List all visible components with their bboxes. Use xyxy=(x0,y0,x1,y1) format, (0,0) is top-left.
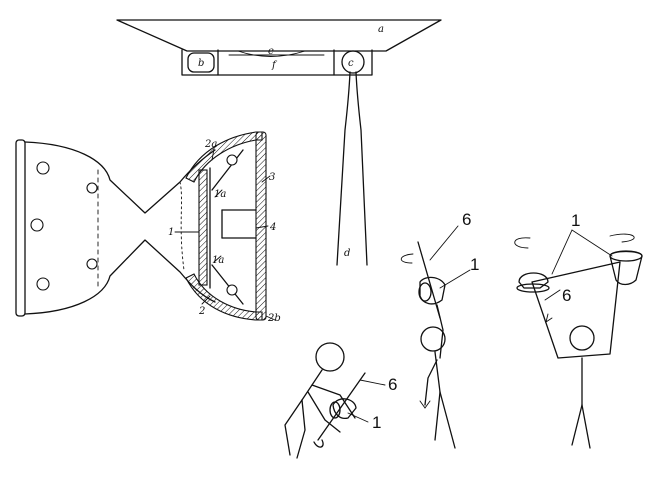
shell-hole-lower xyxy=(226,284,238,296)
person-middle-label-1: 1 xyxy=(470,255,479,274)
spout-left-edge xyxy=(336,71,351,266)
person-right-rotation-arrow-left xyxy=(514,237,531,249)
leader-1a-bottom xyxy=(213,255,222,263)
label-a: a xyxy=(378,24,384,35)
person-right-label-1: 1 xyxy=(571,211,580,230)
person-left-arm xyxy=(311,384,356,419)
leader-2a xyxy=(211,148,215,161)
person-middle-leader-6 xyxy=(429,225,459,261)
label-2: 2 xyxy=(198,306,205,317)
person-left-leader-1 xyxy=(347,412,369,423)
person-right-arrow-down xyxy=(545,313,553,324)
person-left-cup-rim xyxy=(329,401,341,419)
person-left-label-6: 6 xyxy=(388,375,397,394)
person-right-arm-frame xyxy=(531,261,621,359)
label-3: 3 xyxy=(269,172,275,183)
person-middle-leader-1 xyxy=(439,269,471,289)
person-middle-arm-left xyxy=(424,359,438,406)
break-line xyxy=(179,181,185,271)
person-middle-rod xyxy=(417,241,441,319)
shell-cap-right xyxy=(255,131,267,321)
label-1: 1 xyxy=(168,227,174,238)
person-left-arm-lower xyxy=(307,391,341,433)
person-left-leader-6 xyxy=(359,379,386,386)
person-middle-leg-left xyxy=(434,391,441,441)
person-middle-hand xyxy=(419,400,431,409)
hole-top-inner xyxy=(86,182,98,194)
leader-1a-top xyxy=(214,189,223,198)
chamber-c xyxy=(341,50,365,74)
funnel-base-frame xyxy=(181,49,373,76)
person-middle-leg-right xyxy=(439,391,456,449)
person-left-figure: 6 1 xyxy=(284,342,397,459)
label-2a: 2a xyxy=(204,139,217,150)
funnel-hopper xyxy=(116,19,442,52)
leader-4 xyxy=(255,225,269,229)
person-right-cup-right xyxy=(609,250,643,286)
person-right-label-6: 6 xyxy=(562,286,571,305)
label-c: c xyxy=(348,58,354,69)
person-right-figure: 1 6 xyxy=(514,211,643,449)
person-right-cup-left xyxy=(518,272,549,289)
person-left-head xyxy=(315,342,345,372)
person-left-rod xyxy=(317,372,366,441)
person-middle-rotation-arrow xyxy=(400,253,414,264)
filter-plate-1 xyxy=(198,169,208,286)
leader-2 xyxy=(201,295,211,305)
person-middle-figure: 6 1 xyxy=(400,210,479,449)
shell-hole-upper xyxy=(226,154,238,166)
hole-bottom-left xyxy=(36,277,50,291)
person-left-rotation-arrow xyxy=(313,439,324,448)
person-middle-head xyxy=(420,326,446,352)
label-e: e xyxy=(268,46,274,57)
person-left-leg-front xyxy=(296,399,306,459)
hole-mid-left xyxy=(30,218,44,232)
person-right-cup-right-rim xyxy=(609,250,643,262)
label-f: f xyxy=(271,60,278,71)
label-1a-bottom: 1a xyxy=(212,255,224,266)
person-left-label-1: 1 xyxy=(372,413,381,432)
person-right-leg-right xyxy=(581,404,591,449)
chamber-b xyxy=(187,52,215,73)
label-d: d xyxy=(344,248,350,259)
membrane-e xyxy=(237,50,306,57)
label-2b: 2b xyxy=(267,313,281,324)
hourglass-left-flange xyxy=(15,139,26,317)
label-4: 4 xyxy=(269,222,276,233)
person-middle-torso xyxy=(434,351,441,393)
person-left-cup xyxy=(332,398,357,420)
hole-bottom-inner xyxy=(86,258,98,270)
person-right-rotation-arrow-right xyxy=(609,233,635,243)
funnel-figure: a b c d e f xyxy=(116,19,442,266)
person-right-leg-left xyxy=(571,404,583,446)
person-right-leader-1 xyxy=(551,229,613,275)
person-right-leader-6 xyxy=(544,289,561,301)
leader-3 xyxy=(261,175,271,183)
leader-2b xyxy=(265,315,276,321)
hourglass-figure: 1 1a 1a 2 2a 2b 3 4 xyxy=(15,131,281,324)
spout-right-edge xyxy=(355,71,368,266)
hole-top-left xyxy=(36,161,50,175)
person-right-cup-left-rim xyxy=(516,283,550,293)
support-struts xyxy=(211,149,244,305)
person-left-leg-back xyxy=(284,399,303,456)
label-1a-top: 1a xyxy=(214,189,226,200)
hourglass-lower-outline xyxy=(24,239,216,315)
person-middle-label-6: 6 xyxy=(462,210,471,229)
label-b: b xyxy=(198,58,204,69)
person-middle-cup-rim xyxy=(418,282,432,302)
person-right-head xyxy=(569,325,595,351)
